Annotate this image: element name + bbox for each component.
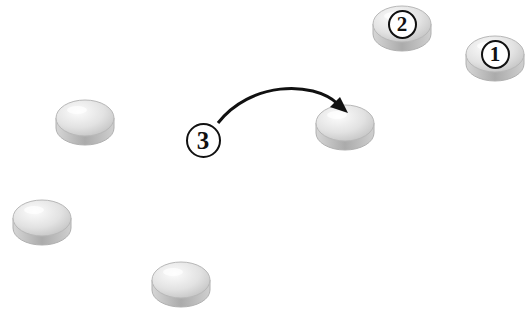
game-piece bbox=[56, 100, 114, 145]
numbered-piece: 1 bbox=[465, 32, 525, 88]
callout-number: 1 bbox=[481, 40, 510, 69]
numbered-piece: 2 bbox=[372, 2, 432, 58]
callout-number: 2 bbox=[388, 10, 417, 39]
game-piece bbox=[466, 36, 524, 81]
callout-number: 3 bbox=[186, 123, 221, 158]
callout-number: 3 bbox=[186, 123, 221, 158]
game-piece bbox=[373, 6, 431, 51]
game-piece bbox=[13, 200, 71, 245]
move-arrow bbox=[218, 88, 338, 123]
arrow-head bbox=[330, 97, 348, 113]
game-piece bbox=[152, 262, 210, 307]
